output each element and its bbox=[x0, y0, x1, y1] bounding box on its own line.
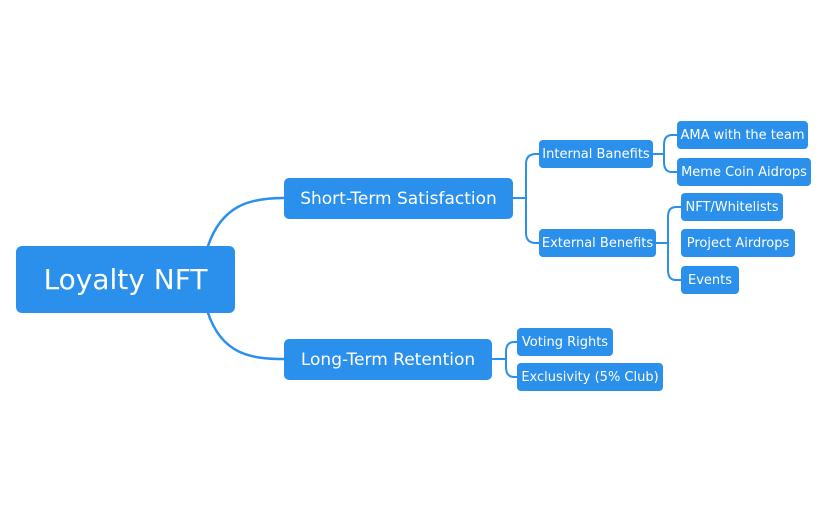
connector-external-bracket bbox=[655, 206, 682, 281]
node-meme-coin-aidrops[interactable]: Meme Coin Aidrops bbox=[677, 158, 811, 186]
node-project-label: Project Airdrops bbox=[686, 235, 790, 251]
node-external-benefits[interactable]: External Benefits bbox=[539, 229, 656, 257]
node-ama-label: AMA with the team bbox=[680, 127, 805, 143]
node-long-term-retention[interactable]: Long-Term Retention bbox=[284, 339, 492, 380]
node-meme-label: Meme Coin Aidrops bbox=[681, 164, 807, 180]
connector-internal-bracket bbox=[652, 134, 678, 173]
node-events[interactable]: Events bbox=[681, 266, 739, 294]
node-ama-with-the-team[interactable]: AMA with the team bbox=[677, 121, 808, 149]
node-internal-label: Internal Banefits bbox=[542, 146, 650, 162]
node-exclusivity[interactable]: Exclusivity (5% Club) bbox=[517, 363, 663, 391]
node-voting-rights[interactable]: Voting Rights bbox=[517, 328, 613, 356]
node-long-term-label: Long-Term Retention bbox=[300, 349, 476, 370]
node-internal-benefits[interactable]: Internal Banefits bbox=[539, 140, 653, 168]
node-short-term-satisfaction[interactable]: Short-Term Satisfaction bbox=[284, 178, 513, 219]
node-events-label: Events bbox=[687, 272, 732, 288]
connector-short-term-bracket bbox=[512, 153, 540, 244]
root-node-loyalty-nft[interactable]: Loyalty NFT bbox=[16, 246, 235, 313]
node-exclusivity-label: Exclusivity (5% Club) bbox=[521, 369, 659, 385]
node-nft-whitelists[interactable]: NFT/Whitelists bbox=[681, 193, 783, 221]
connector-long-term-bracket bbox=[491, 341, 518, 378]
connector-root-long-term bbox=[206, 311, 286, 361]
node-project-airdrops[interactable]: Project Airdrops bbox=[681, 229, 795, 257]
root-node-label: Loyalty NFT bbox=[43, 263, 208, 296]
node-short-term-label: Short-Term Satisfaction bbox=[300, 188, 497, 209]
node-nft-label: NFT/Whitelists bbox=[685, 199, 779, 215]
node-voting-label: Voting Rights bbox=[521, 334, 609, 350]
node-external-label: External Benefits bbox=[541, 235, 654, 251]
connector-root-short-term bbox=[206, 196, 286, 248]
